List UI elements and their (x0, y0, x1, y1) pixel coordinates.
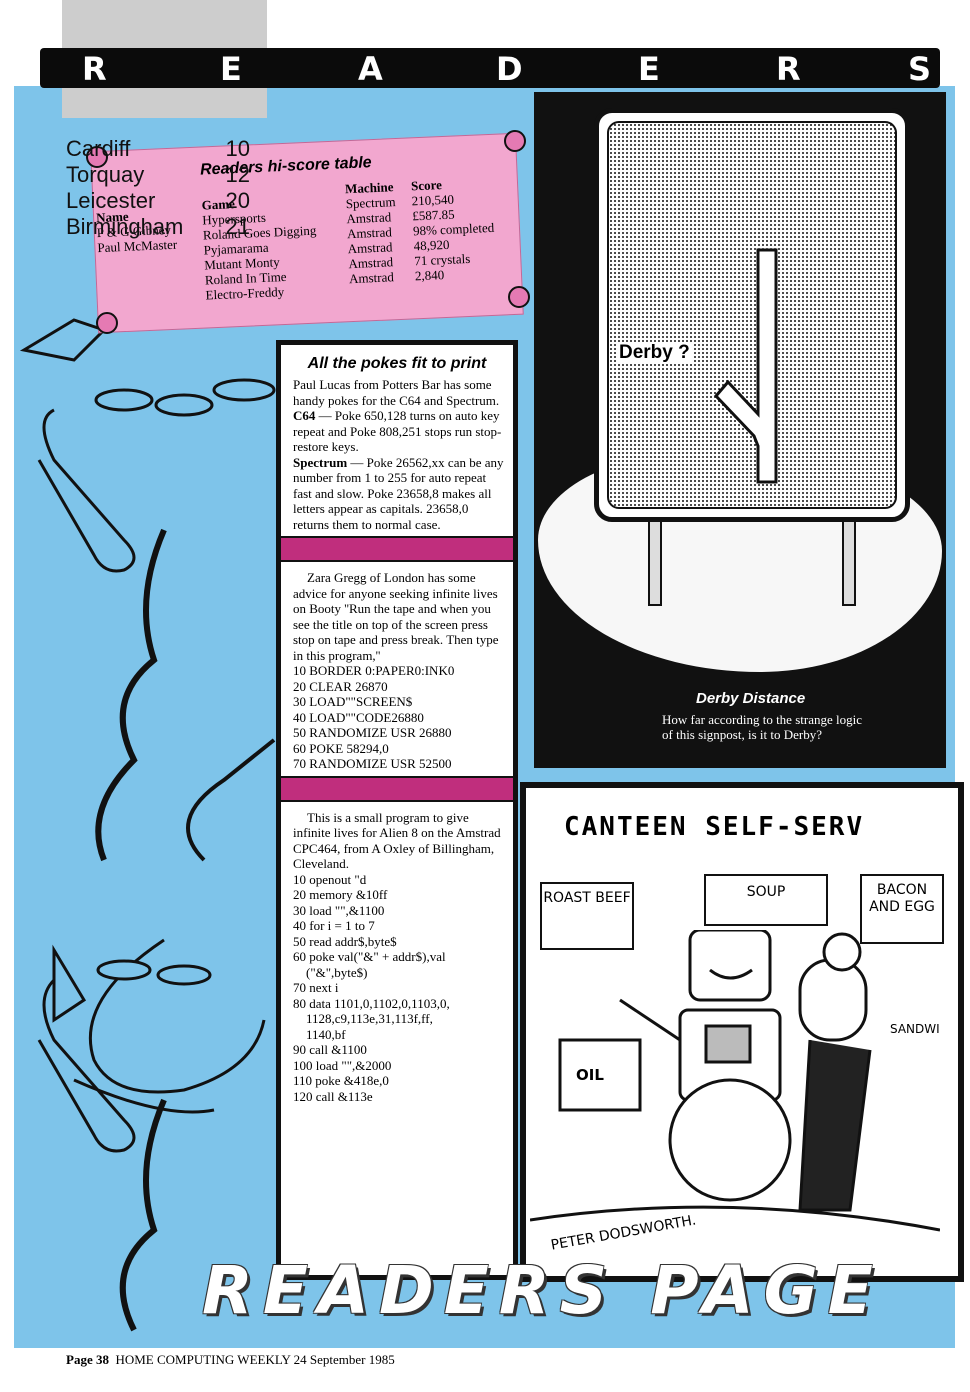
c64-tip: C64 — Poke 650,128 turns on auto key rep… (293, 408, 502, 454)
road-arrow (713, 248, 778, 484)
booty-intro: Zara Gregg of London has some advice for… (293, 570, 499, 663)
menu-board: SOUP (704, 874, 828, 926)
banner-letter: A (358, 50, 383, 88)
sandwich-sign: SANDWI (890, 1022, 940, 1036)
banner-letter: D (496, 50, 523, 88)
pokes-intro: Paul Lucas from Potters Bar has some han… (293, 377, 500, 408)
stationery-illustration (19, 318, 276, 1332)
hiscore-score-column: Score 210,540 £587.85 98% completed 48,9… (410, 177, 495, 284)
menu-board: ROAST BEEF (540, 882, 634, 950)
booty-code: 10 BORDER 0:PAPER0:INK0 20 CLEAR 26870 3… (293, 663, 455, 771)
derby-caption-text: How far according to the strange logic o… (662, 712, 862, 742)
readers-banner: R E A D E R S (40, 48, 940, 88)
alien-code: 10 openout "d 20 memory &10ff 30 load ""… (293, 871, 450, 1104)
banner-letter: R (776, 50, 801, 88)
readers-page-title: READERS PAGE (202, 1252, 883, 1329)
pin-icon (96, 312, 118, 334)
section-divider (281, 775, 513, 802)
derby-label: Derby ? (617, 342, 692, 364)
oil-can-label: OIL (576, 1066, 604, 1084)
hiscore-machine-column: Machine Spectrum Amstrad Amstrad Amstrad… (344, 179, 396, 287)
spectrum-tip: Spectrum — Poke 26562,xx can be any numb… (293, 454, 504, 532)
sign-post (842, 512, 856, 606)
alien-intro: This is a small program to give infinite… (293, 809, 501, 872)
cartoon-heading: CANTEEN SELF-SERV (564, 812, 865, 842)
menu-board: BACON AND EGG (860, 874, 944, 944)
banner-letter: E (220, 50, 242, 88)
road-sign (594, 108, 910, 522)
pokes-column: All the pokes fit to print Paul Lucas fr… (276, 340, 518, 1280)
derby-caption-title: Derby Distance (696, 690, 806, 707)
pin-icon (86, 146, 108, 168)
pokes-title: All the pokes fit to print (307, 355, 487, 372)
banner-letter: S (908, 50, 932, 88)
section-divider (281, 536, 513, 562)
sign-post (648, 512, 662, 606)
banner-letter: R (82, 50, 107, 88)
pin-icon (504, 130, 526, 152)
pin-icon (508, 286, 530, 308)
banner-letter: E (638, 50, 660, 88)
page-footer: Page 38 HOME COMPUTING WEEKLY 24 Septemb… (66, 1352, 395, 1367)
robot-illustration (530, 930, 940, 1232)
